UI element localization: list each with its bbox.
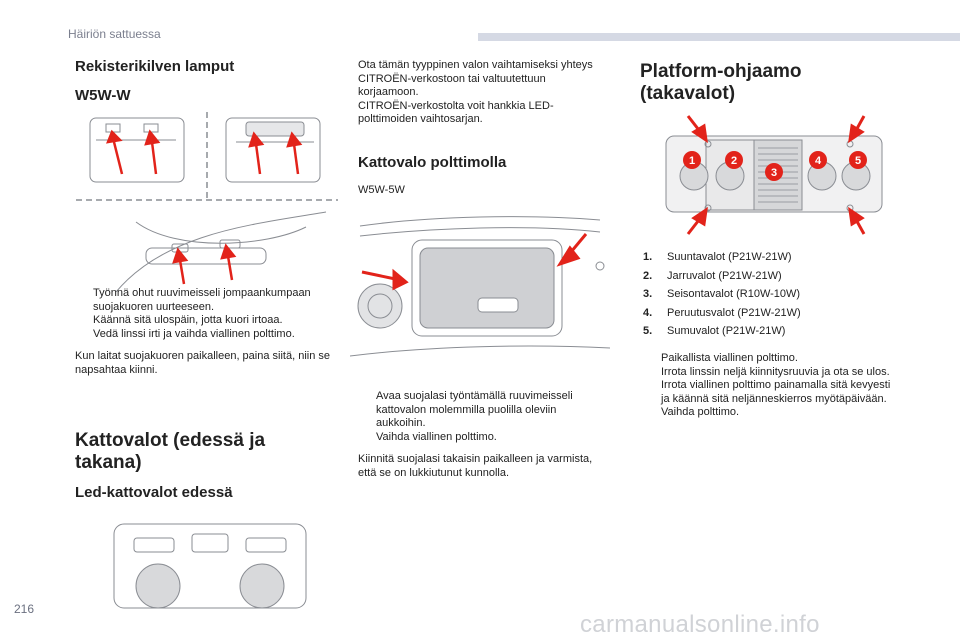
lamp-badge-1: 1 — [689, 155, 695, 167]
lamp-badges — [683, 151, 867, 181]
plate-refit-text: Kun laitat suojakuoren paikalleen, paina… — [75, 350, 330, 376]
led-ceiling-lamp-illustration — [113, 523, 307, 609]
heading-ceiling-bulb: Kattovalo polttimolla — [358, 154, 507, 171]
page-number: 216 — [14, 602, 35, 616]
bulb-type: W5W-5W — [358, 184, 405, 196]
bulb-step-2: Vaihda viallinen polttimo. — [376, 430, 497, 443]
heading-platform-cab: Platform-ohjaamo (takavalot) — [640, 61, 802, 104]
plate-lamp-illustration — [76, 112, 338, 292]
section-header: Häiriön sattuessa — [68, 27, 161, 41]
lamp-badge-3: 3 — [771, 167, 777, 179]
plate-step-3: Vedä linssi irti ja vaihda viallinen pol… — [93, 327, 295, 340]
lamp-badge-2: 2 — [731, 155, 737, 167]
lamp-list-item: 1.Suuntavalot (P21W-21W) — [643, 251, 792, 263]
plate-step-2: Käännä sitä ulospäin, jotta kuori irtoaa… — [93, 314, 283, 326]
header-bar — [478, 33, 960, 41]
lamp-badge-4: 4 — [815, 155, 822, 167]
heading-led-ceiling: Led-kattovalot edessä — [75, 484, 233, 501]
bulb-refit-text: Kiinnitä suojalasi takaisin paikalleen j… — [358, 453, 593, 479]
lamp-list-item: 3.Seisontavalot (R10W-10W) — [643, 288, 801, 300]
rear-step-3: Irrota viallinen polttimo painamalla sit… — [661, 379, 891, 405]
lamp-list-item: 2.Jarruvalot (P21W-21W) — [643, 269, 782, 282]
rear-step-2: Irrota linssin neljä kiinnitysruuvia ja … — [661, 365, 890, 378]
rear-lamp-cluster-illustration: 1 2 3 4 5 — [665, 115, 883, 235]
led-intro-text: Ota tämän tyyppinen valon vaihtamiseksi … — [358, 59, 593, 125]
lamp-list: 1.Suuntavalot (P21W-21W) 2.Jarruvalot (P… — [643, 251, 893, 339]
lamp-badge-5: 5 — [855, 155, 861, 167]
heading-plate-lamps: Rekisterikilven lamput — [75, 58, 235, 75]
lamp-list-item: 4.Peruutusvalot (P21W-21W) — [643, 306, 801, 319]
rear-step-1: Paikallista viallinen polttimo. — [661, 352, 798, 364]
lamp-list-item: 5.Sumuvalot (P21W-21W) — [643, 325, 786, 337]
rear-step-4: Vaihda polttimo. — [661, 406, 740, 418]
plate-step-1: Työnnä ohut ruuvimeisseli jompaankumpaan… — [93, 287, 311, 313]
ceiling-bulb-illustration — [350, 216, 610, 357]
watermark: carmanualsonline.info — [580, 611, 820, 638]
subheading-w5w: W5W-W — [75, 87, 131, 104]
heading-ceiling-lamps: Kattovalot (edessä ja takana) — [75, 430, 266, 473]
bulb-step-1: Avaa suojalasi työntämällä ruuvimeisseli… — [376, 390, 573, 429]
